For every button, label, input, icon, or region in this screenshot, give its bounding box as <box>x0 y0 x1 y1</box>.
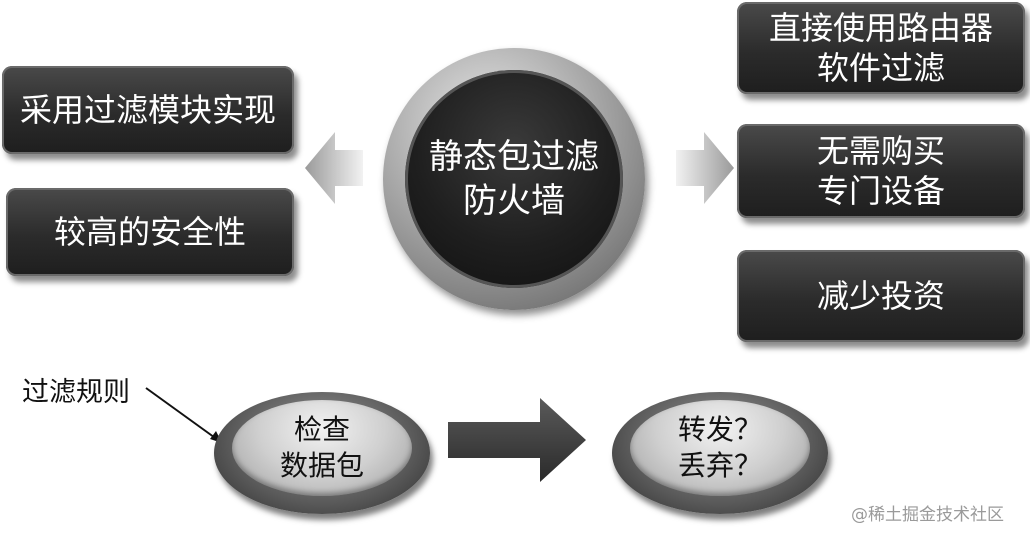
center-title-line1: 静态包过滤 <box>429 137 599 177</box>
discard-line: 丢弃？ <box>677 449 762 482</box>
left-box-filter-module-text: 采用过滤模块实现 <box>19 91 276 129</box>
right-box-reduce-cost-line1: 减少投资 <box>816 277 945 315</box>
forward-line: 转发？ <box>677 413 762 446</box>
right-box-reduce-cost: 减少投资 <box>737 250 1025 342</box>
watermark: @稀土掘金技术社区 <box>851 505 1004 525</box>
left-box-security: 较高的安全性 <box>6 188 294 276</box>
right-arrow-icon <box>676 132 734 204</box>
filter-rule-label: 过滤规则 <box>22 377 130 408</box>
right-box-no-device: 无需购买 专门设备 <box>737 124 1025 218</box>
check-packet-line2: 数据包 <box>279 449 364 482</box>
right-box-router-filter: 直接使用路由器 软件过滤 <box>737 2 1025 94</box>
forward-discard-button: 转发？ 丢弃？ <box>612 392 828 514</box>
right-box-router-filter-line1: 直接使用路由器 <box>768 9 993 47</box>
center-circle: 静态包过滤 防火墙 <box>383 48 645 310</box>
left-box-filter-module: 采用过滤模块实现 <box>2 66 294 154</box>
forward-discard-face: 转发？ 丢弃？ <box>630 400 810 496</box>
check-packet-face: 检查 数据包 <box>232 400 412 496</box>
right-box-no-device-line2: 专门设备 <box>816 172 945 210</box>
left-box-security-text: 较高的安全性 <box>53 213 246 251</box>
check-packet-line1: 检查 <box>293 413 350 446</box>
check-packet-button: 检查 数据包 <box>214 392 430 514</box>
right-box-no-device-line1: 无需购买 <box>816 132 945 170</box>
left-arrow-icon <box>305 132 363 204</box>
right-box-router-filter-line2: 软件过滤 <box>816 49 945 87</box>
center-circle-core: 静态包过滤 防火墙 <box>405 70 623 288</box>
flow-arrow-icon <box>448 398 586 482</box>
center-title-line2: 防火墙 <box>463 181 565 221</box>
